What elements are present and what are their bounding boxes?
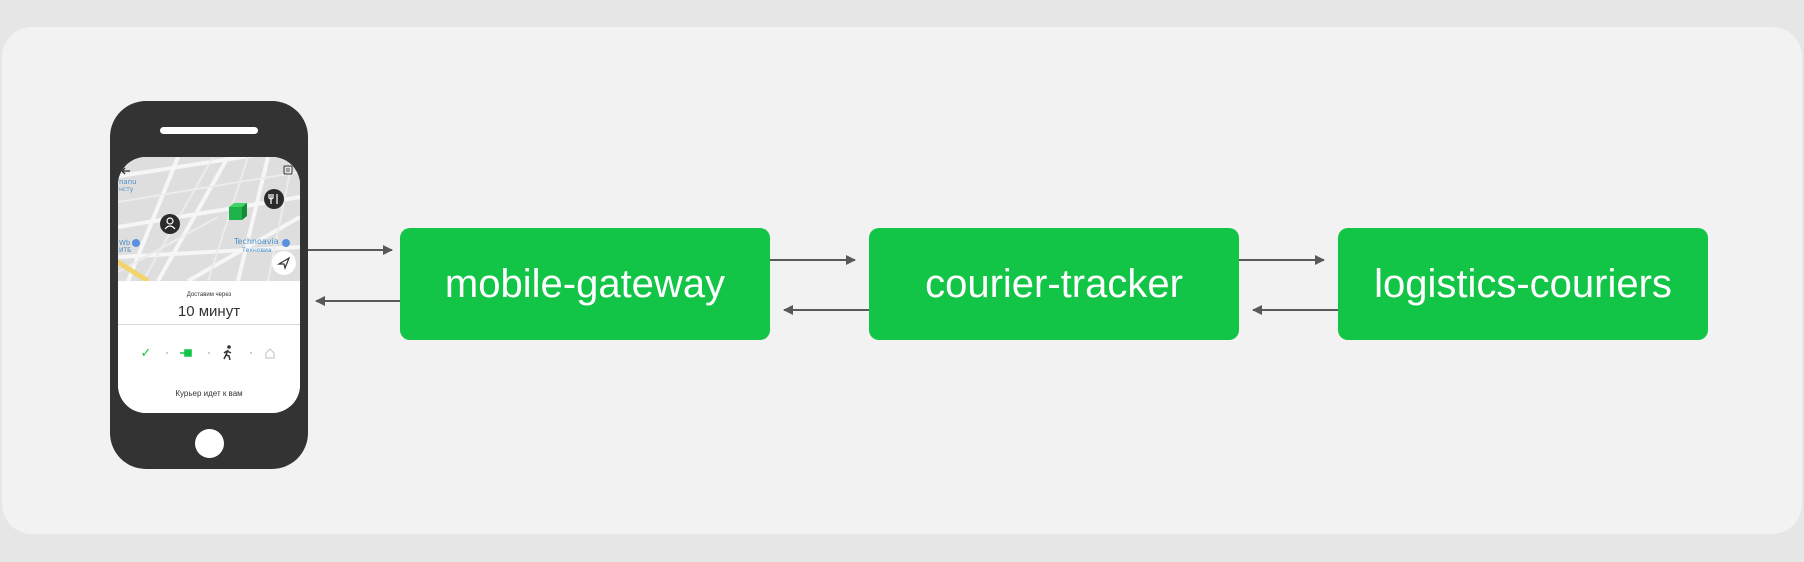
courier-avatar-icon xyxy=(160,214,180,234)
status-steps: ✓ xyxy=(118,343,300,363)
phone-speaker xyxy=(160,127,258,134)
map-streets: nanu нсту Wb ИТБ Technoavia Техновиа xyxy=(118,157,300,281)
eta-value: 10 минут xyxy=(177,303,241,320)
service-box-courier-tracker: courier-tracker xyxy=(869,228,1239,340)
map-label-technoavia-ru: Техновиа xyxy=(241,247,272,254)
panel-divider xyxy=(118,324,300,325)
service-label: courier-tracker xyxy=(925,261,1183,306)
phone-home-button xyxy=(195,429,224,458)
navigate-icon[interactable] xyxy=(272,251,296,275)
map-label-technoavia: Technoavia xyxy=(233,237,279,246)
eta-label: Доставим через xyxy=(186,292,232,298)
service-label: mobile-gateway xyxy=(444,261,726,306)
service-label: logistics-couriers xyxy=(1374,261,1672,306)
svg-text:Wb: Wb xyxy=(119,239,131,247)
status-caption: Курьер идет к вам xyxy=(175,389,243,398)
bag-icon xyxy=(176,343,196,363)
location-pin-icon xyxy=(132,239,290,247)
parcel-icon xyxy=(229,203,247,220)
menu-icon[interactable] xyxy=(283,165,293,175)
delivery-panel: Доставим через 10 минут ✓ Курьер идет к … xyxy=(118,281,300,413)
svg-text:ИТБ: ИТБ xyxy=(119,247,131,254)
step-separator xyxy=(166,352,168,354)
phone-illustration: nanu нсту Wb ИТБ Technoavia Техновиа xyxy=(110,101,308,469)
svg-text:nanu: nanu xyxy=(119,178,137,186)
svg-text:нсту: нсту xyxy=(119,186,134,193)
service-box-logistics-couriers: logistics-couriers xyxy=(1338,228,1708,340)
home-icon xyxy=(260,343,280,363)
walking-courier-icon xyxy=(218,343,238,363)
phone-screen: nanu нсту Wb ИТБ Technoavia Техновиа xyxy=(118,157,300,413)
restaurant-pin-icon xyxy=(264,189,284,209)
check-icon: ✓ xyxy=(140,345,152,360)
step-separator xyxy=(208,352,210,354)
map-view: nanu нсту Wb ИТБ Technoavia Техновиа xyxy=(118,157,300,281)
service-box-mobile-gateway: mobile-gateway xyxy=(400,228,770,340)
step-separator xyxy=(250,352,252,354)
back-arrow-icon[interactable] xyxy=(121,167,130,175)
